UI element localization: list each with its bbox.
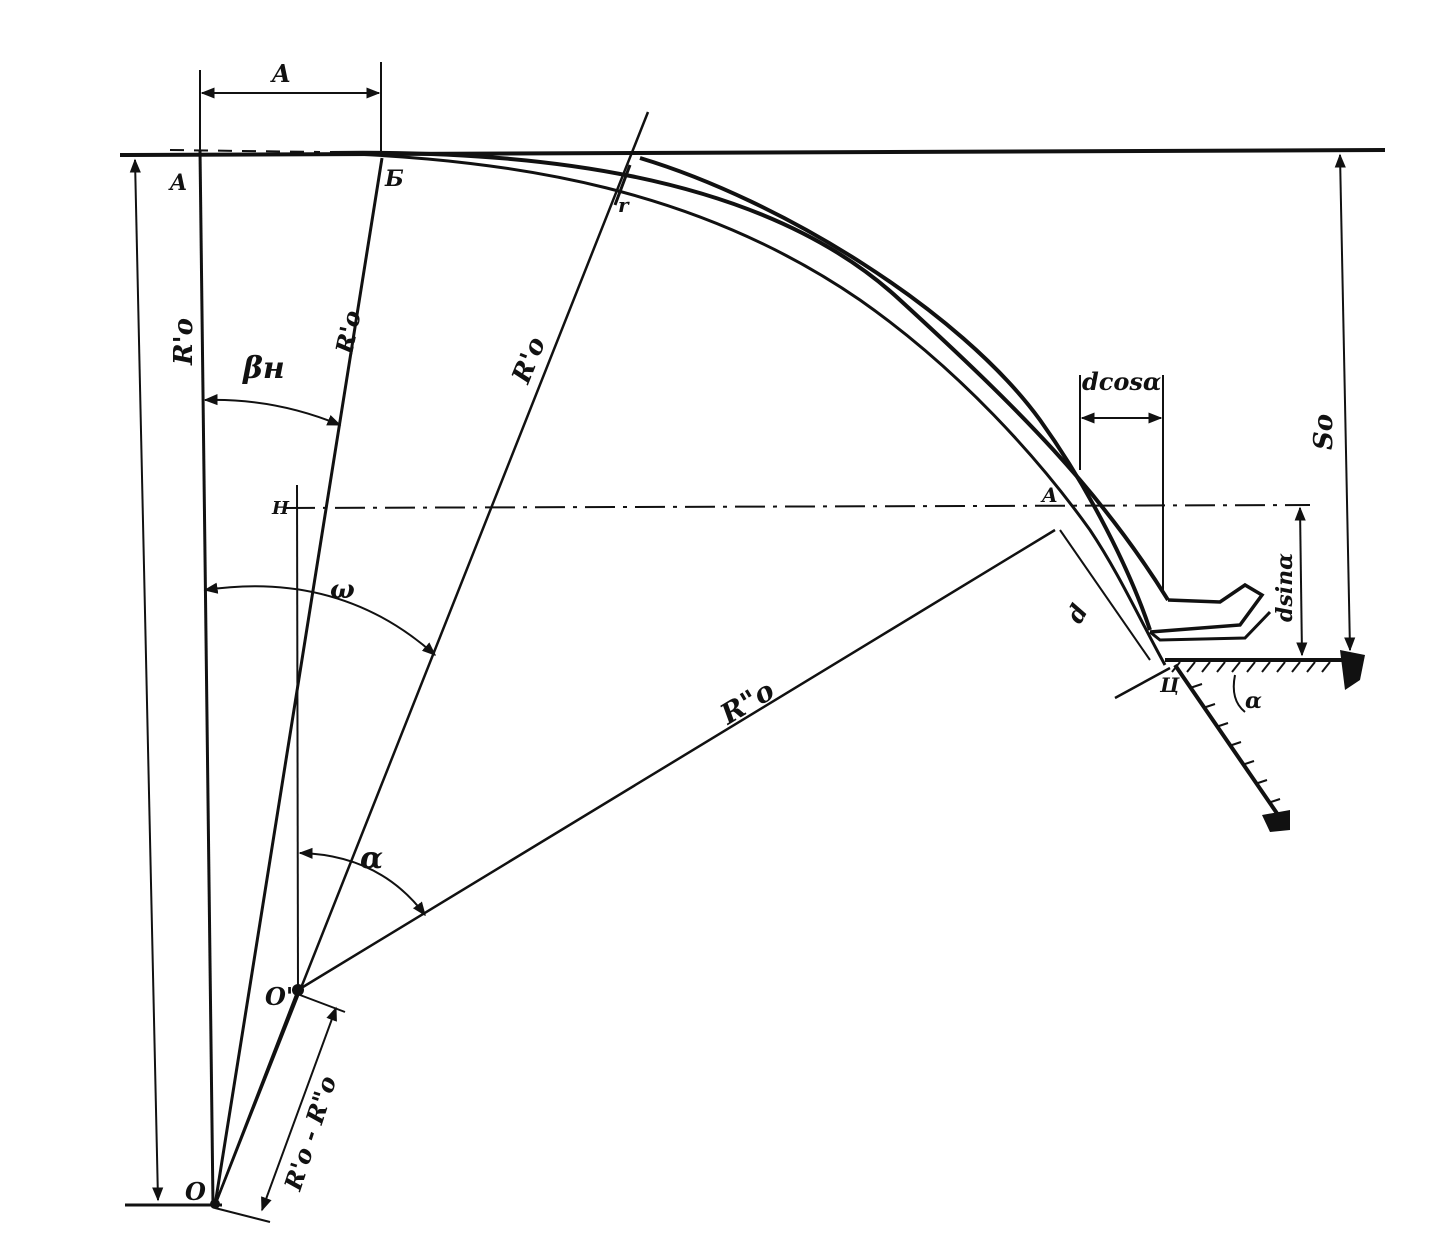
- label-point-o-prime: O': [265, 982, 293, 1011]
- end-profile-lower: [1149, 610, 1272, 642]
- point-O-dot: [210, 1199, 220, 1209]
- dimension-diff-radius: [261, 1006, 337, 1212]
- ground-hatching: [1171, 661, 1331, 673]
- line-OB: [213, 157, 384, 1206]
- point-O-prime-dot: [292, 984, 304, 996]
- line-OA: [198, 149, 215, 1206]
- label-diff-radius: R'о - R"о: [278, 1072, 342, 1195]
- dimension-line-so: [1334, 153, 1356, 652]
- label-angle-omega: ω: [330, 575, 355, 605]
- line-O-prime-to-A1: [297, 528, 1056, 992]
- angle-arc-slope: [1232, 674, 1246, 713]
- line-O-to-arc: [213, 111, 650, 1206]
- angle-arc-beta: [203, 394, 342, 426]
- label-point-u: Ц: [1159, 673, 1180, 697]
- label-radius-mid: R'о: [506, 333, 552, 389]
- label-point-b: Б: [384, 166, 404, 192]
- centerline-horizontal: [284, 504, 1311, 509]
- end-profile: [1149, 582, 1265, 634]
- top-line: [119, 148, 1386, 157]
- vertical-through-O-prime: [296, 484, 299, 991]
- label-dim-a: A: [270, 59, 291, 88]
- label-dim-dcos: dcosα: [1082, 367, 1161, 396]
- inner-arc-2: [329, 151, 1167, 666]
- top-line-dashed: [169, 149, 321, 153]
- angle-arc-alpha: [298, 847, 426, 917]
- label-dim-dsin: dsinα: [1272, 553, 1298, 622]
- inner-arc: [639, 156, 1152, 631]
- label-radius-beta: R'о: [329, 308, 367, 357]
- dimension-line-dsin: [1294, 506, 1308, 657]
- label-point-o: O: [185, 1177, 206, 1206]
- label-dim-d-visible: d: [1060, 599, 1094, 628]
- dimension-line-d: [1059, 529, 1151, 661]
- label-angle-alpha: α: [360, 841, 383, 876]
- ext-line-diff-radius: [214, 1207, 271, 1223]
- slope-end-mark: [1262, 810, 1290, 832]
- label-angle-alpha-slope: α: [1245, 688, 1262, 714]
- label-point-a: A: [168, 170, 187, 196]
- slope-hatching: [1189, 683, 1281, 804]
- label-dim-so: Sо: [1309, 414, 1339, 450]
- dimension-line-left: [129, 158, 164, 1202]
- ext-line-diff-radius-top: [299, 994, 346, 1013]
- label-point-a1: A: [1040, 483, 1058, 507]
- label-radius-left: R'о: [169, 318, 199, 366]
- label-point-h: H: [271, 498, 290, 519]
- ground-end-mark: [1340, 650, 1365, 690]
- label-angle-beta: βн: [242, 351, 285, 386]
- label-radius-lower: R"о: [714, 674, 780, 732]
- angle-arc-omega: [203, 582, 437, 656]
- outer-arc: [329, 150, 1170, 602]
- tick-arc-top: [613, 164, 632, 206]
- label-point-r: r: [618, 193, 630, 217]
- ext-line-d: [1114, 666, 1171, 700]
